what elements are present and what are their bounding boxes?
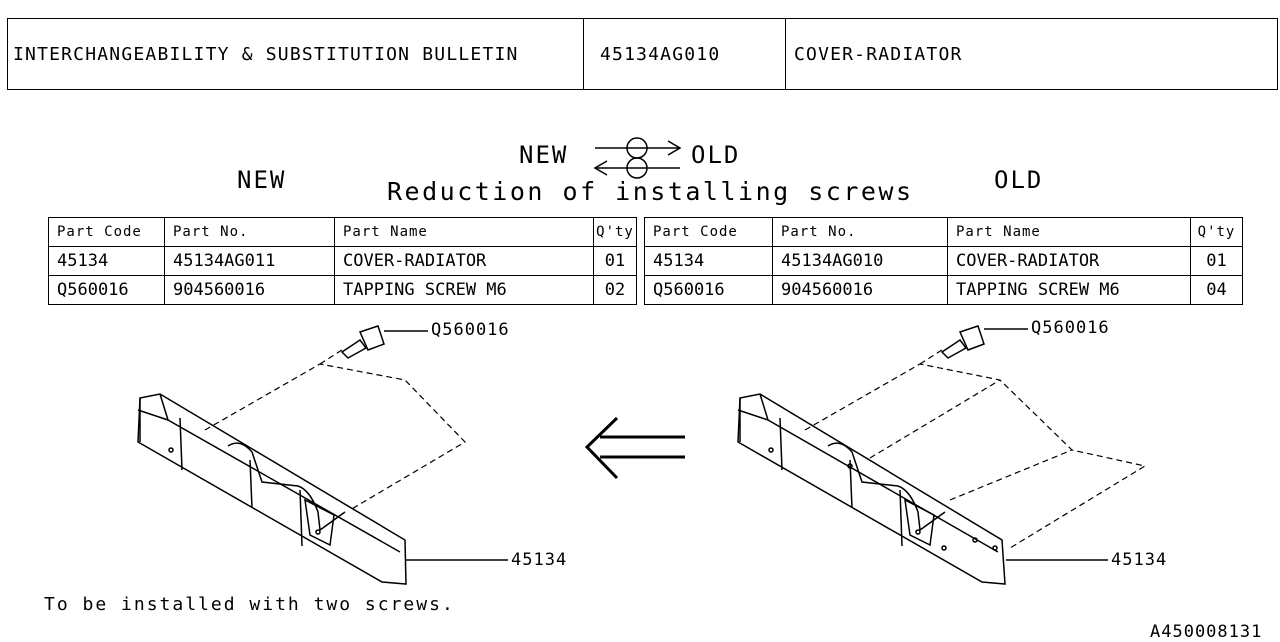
new-label: NEW bbox=[237, 166, 287, 194]
old-part-code: 45134 bbox=[644, 246, 773, 276]
interchange-arrows-icon bbox=[593, 137, 682, 179]
old-part-code: Q560016 bbox=[644, 275, 773, 305]
new-cover-drawing bbox=[137, 393, 407, 585]
new-part-no: 45134AG011 bbox=[164, 246, 335, 276]
new-mounting-outline bbox=[204, 347, 466, 511]
new-screw-icon bbox=[340, 325, 428, 359]
old-cover-callout: 45134 bbox=[1111, 550, 1168, 570]
new-part-no: 904560016 bbox=[164, 275, 335, 305]
header-part-name: COVER-RADIATOR bbox=[794, 43, 963, 65]
old-qty: 04 bbox=[1190, 275, 1243, 305]
header-qty-old: Q'ty bbox=[1190, 217, 1243, 247]
parts-table: Part Code Part No. Part Name Q'ty Part C… bbox=[48, 217, 1243, 305]
header-part-number: 45134AG010 bbox=[584, 19, 786, 89]
old-part-name: TAPPING SCREW M6 bbox=[947, 275, 1191, 305]
header-part-name-new: Part Name bbox=[334, 217, 594, 247]
change-reason: Reduction of installing screws bbox=[387, 177, 914, 206]
installation-note: To be installed with two screws. bbox=[44, 594, 455, 615]
reference-code: A450008131 bbox=[1150, 622, 1263, 642]
old-mounting-outline bbox=[804, 347, 1147, 549]
new-part-code: Q560016 bbox=[48, 275, 165, 305]
old-screw-callout: Q560016 bbox=[1031, 318, 1110, 338]
replacement-arrow-icon bbox=[584, 416, 685, 480]
interchange-new-label: NEW bbox=[519, 141, 569, 169]
bulletin-header: INTERCHANGEABILITY & SUBSTITUTION BULLET… bbox=[7, 18, 1278, 90]
new-qty: 01 bbox=[593, 246, 637, 276]
old-part-no: 904560016 bbox=[772, 275, 948, 305]
old-cover-drawing bbox=[737, 393, 1006, 585]
old-screw-icon bbox=[940, 325, 1028, 359]
new-part-code: 45134 bbox=[48, 246, 165, 276]
old-qty: 01 bbox=[1190, 246, 1243, 276]
new-cover-callout: 45134 bbox=[511, 550, 568, 570]
interchange-old-label: OLD bbox=[691, 141, 741, 169]
new-screw-callout: Q560016 bbox=[431, 320, 510, 340]
table-row: Q560016 904560016 TAPPING SCREW M6 02 Q5… bbox=[48, 275, 1243, 305]
bulletin-title: INTERCHANGEABILITY & SUBSTITUTION BULLET… bbox=[8, 19, 584, 89]
old-label: OLD bbox=[994, 166, 1044, 194]
header-part-no-old: Part No. bbox=[772, 217, 948, 247]
table-row: 45134 45134AG011 COVER-RADIATOR 01 45134… bbox=[48, 246, 1243, 276]
